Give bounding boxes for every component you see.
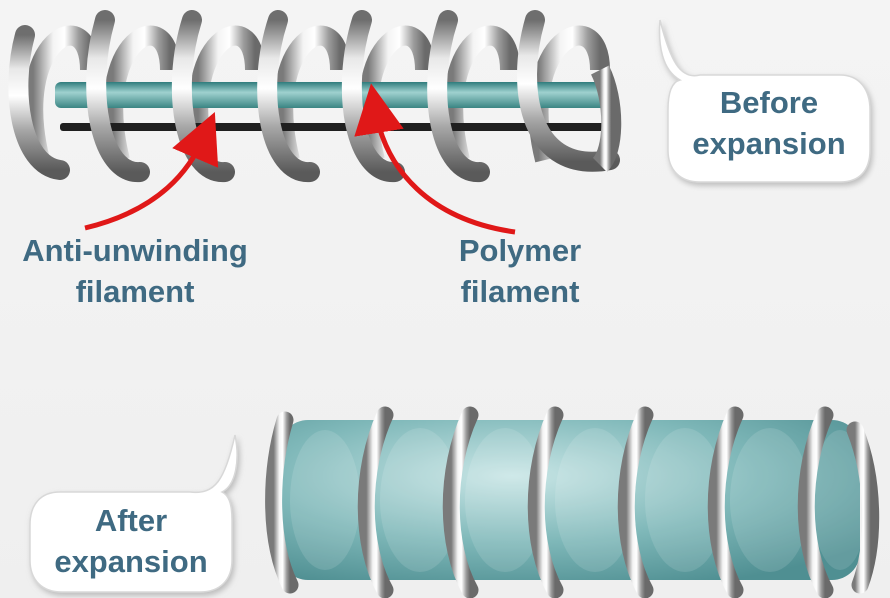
polymer-filament-label: Polymer filament	[458, 233, 582, 309]
expanded-coil-turns	[265, 406, 880, 598]
anti-unwinding-arrow	[84, 112, 219, 231]
before-expansion-bubble	[658, 19, 871, 183]
coil-before-expansion	[8, 10, 622, 182]
polymer-arrow	[354, 83, 516, 235]
polymer-filament-rod	[55, 82, 610, 108]
after-expansion-label: After expansion	[54, 503, 208, 579]
coil-after-expansion	[265, 406, 880, 598]
before-expansion-label: Before expansion	[692, 85, 846, 161]
anti-unwinding-filament-label: Anti-unwinding filament	[22, 233, 248, 309]
coil-end-cap	[590, 65, 622, 173]
after-expansion-bubble	[29, 434, 238, 593]
expanded-gel-segments	[290, 428, 868, 572]
